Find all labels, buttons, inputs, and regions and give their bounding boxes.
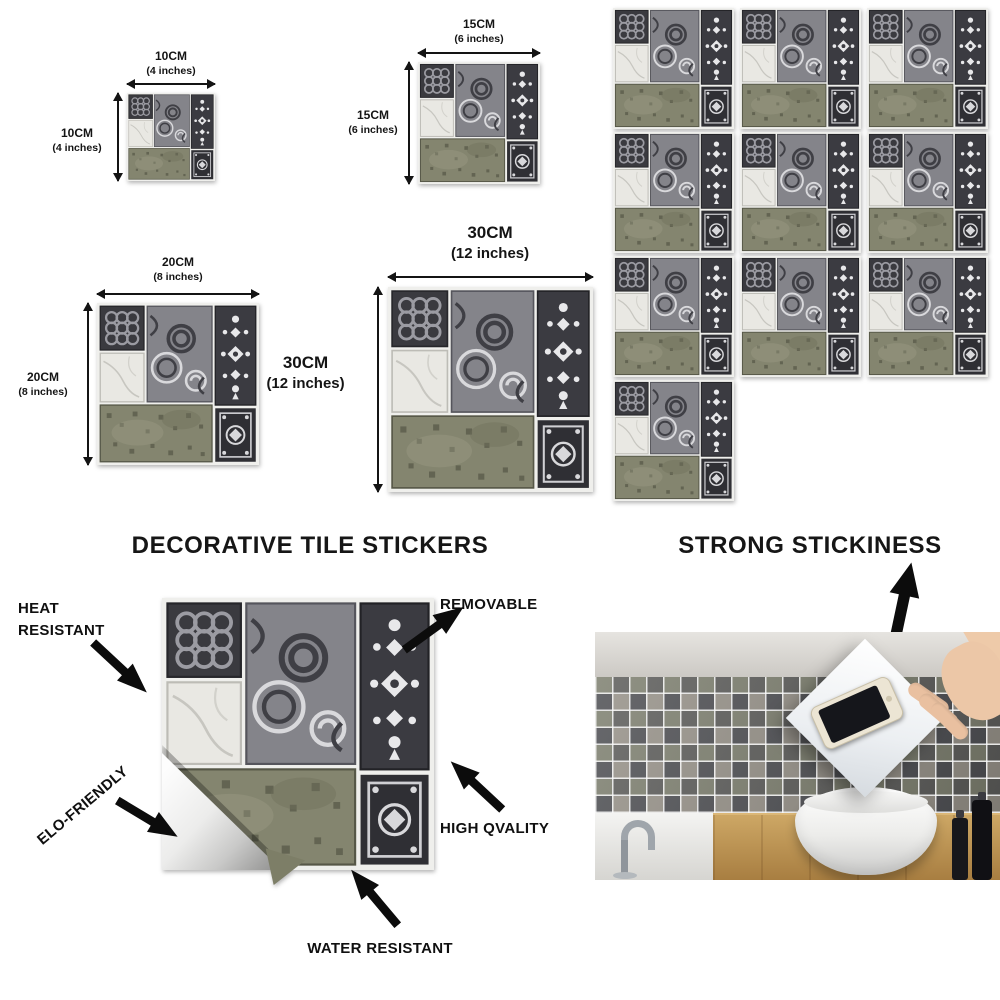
width-dimension-label-20cm: 20CM (8 inches): [128, 255, 228, 284]
tile-sticker-sample-15cm: [418, 62, 540, 184]
width-dimension-label-10cm: 10CM (4 inches): [121, 49, 221, 78]
heat-resistant-arrow-icon: [84, 633, 157, 703]
feature-tile: [162, 598, 434, 870]
dimension-line-vertical-20cm: [83, 302, 93, 466]
tile-sticker: [613, 256, 734, 377]
tile-sticker: [613, 8, 734, 129]
tile-sticker: [613, 132, 734, 253]
dimension-value: 30CM: [282, 353, 329, 372]
dimension-value: 10CM: [60, 126, 93, 140]
dimension-inches: (12 inches): [266, 375, 345, 393]
decorative-section-title: DECORATIVE TILE STICKERS: [131, 532, 489, 559]
faucet: [613, 818, 675, 880]
bottle: [972, 800, 992, 880]
dimension-inches: (6 inches): [454, 32, 504, 45]
dimension-line-horizontal-20cm: [96, 289, 260, 299]
dimension-value: 30CM: [467, 223, 513, 242]
dimension-inches: (6 inches): [348, 123, 398, 136]
tile-sticker: [867, 8, 988, 129]
width-dimension-label-15cm: 15CM (6 inches): [429, 17, 529, 46]
faucet-outlet: [648, 840, 655, 850]
vessel-sink-bowl: [795, 787, 937, 875]
tile-sticker: [613, 380, 734, 501]
dimension-line-vertical-10cm: [113, 92, 123, 182]
tile-sticker: [740, 132, 861, 253]
perfume-bottles: [952, 782, 998, 880]
smartphone-home-button: [885, 694, 893, 703]
hand-applying-sticker: [905, 632, 1000, 751]
dimension-inches: (12 inches): [450, 245, 530, 263]
dimension-line-horizontal-30cm: [387, 272, 594, 282]
tile-sticker: [740, 256, 861, 377]
height-dimension-label-10cm: 10CM (4 inches): [32, 126, 122, 155]
dimension-line-vertical-30cm: [373, 286, 383, 493]
feature-label-removable: REMOVABLE: [440, 596, 538, 613]
dimension-value: 20CM: [26, 370, 59, 384]
dimension-line-horizontal-15cm: [417, 48, 541, 58]
tile-sticker: [867, 256, 988, 377]
feature-label-water-resistant: WATER RESISTANT: [307, 940, 453, 957]
dimension-inches: (4 inches): [146, 64, 196, 77]
height-dimension-label-20cm: 20CM (8 inches): [2, 370, 84, 399]
size-diagrams-section: 10CM (4 inches) 10CM (4 inches) 15CM (6 …: [0, 0, 610, 510]
dimension-value: 15CM: [356, 108, 389, 122]
high-quality-arrow-icon: [441, 751, 511, 819]
stickiness-section-title: STRONG STICKINESS: [678, 532, 942, 559]
feature-label-heat-resistant: HEAT RESISTANT: [18, 598, 105, 642]
tile-sticker-sample-10cm: [127, 93, 215, 181]
dimension-inches: (8 inches): [18, 385, 68, 398]
feature-label-line: HEAT: [18, 600, 59, 617]
feature-label-line: RESISTANT: [18, 621, 105, 639]
tile-sticker-sample-30cm: [388, 287, 593, 492]
tile-grid: [610, 0, 1000, 510]
tile-sticker-sample-20cm: [97, 303, 259, 465]
dimension-inches: (8 inches): [153, 270, 203, 283]
tile-sticker: [740, 8, 861, 129]
bottle: [952, 818, 968, 880]
dimension-line-vertical-15cm: [404, 61, 414, 185]
faucet-spout: [621, 820, 655, 844]
height-dimension-label-15cm: 15CM (6 inches): [328, 108, 418, 137]
bathroom-photo: [595, 632, 1000, 880]
bottle-cap: [978, 792, 986, 800]
height-dimension-label-30cm: 30CM (12 inches): [238, 352, 373, 394]
tile-sticker: [867, 132, 988, 253]
feature-label-high-quality: HIGH QVALITY: [440, 820, 550, 837]
water-resistant-arrow-icon: [340, 860, 407, 933]
plain-wall: [595, 632, 1000, 677]
dimension-line-horizontal-10cm: [126, 79, 216, 89]
bottle-cap: [956, 810, 964, 818]
faucet-column: [621, 840, 628, 874]
dimension-inches: (4 inches): [52, 141, 102, 154]
dimension-value: 10CM: [154, 49, 187, 63]
dimension-value: 15CM: [462, 17, 495, 31]
dimension-value: 20CM: [161, 255, 194, 269]
width-dimension-label-30cm: 30CM (12 inches): [415, 222, 565, 264]
faucet-base: [613, 872, 637, 879]
